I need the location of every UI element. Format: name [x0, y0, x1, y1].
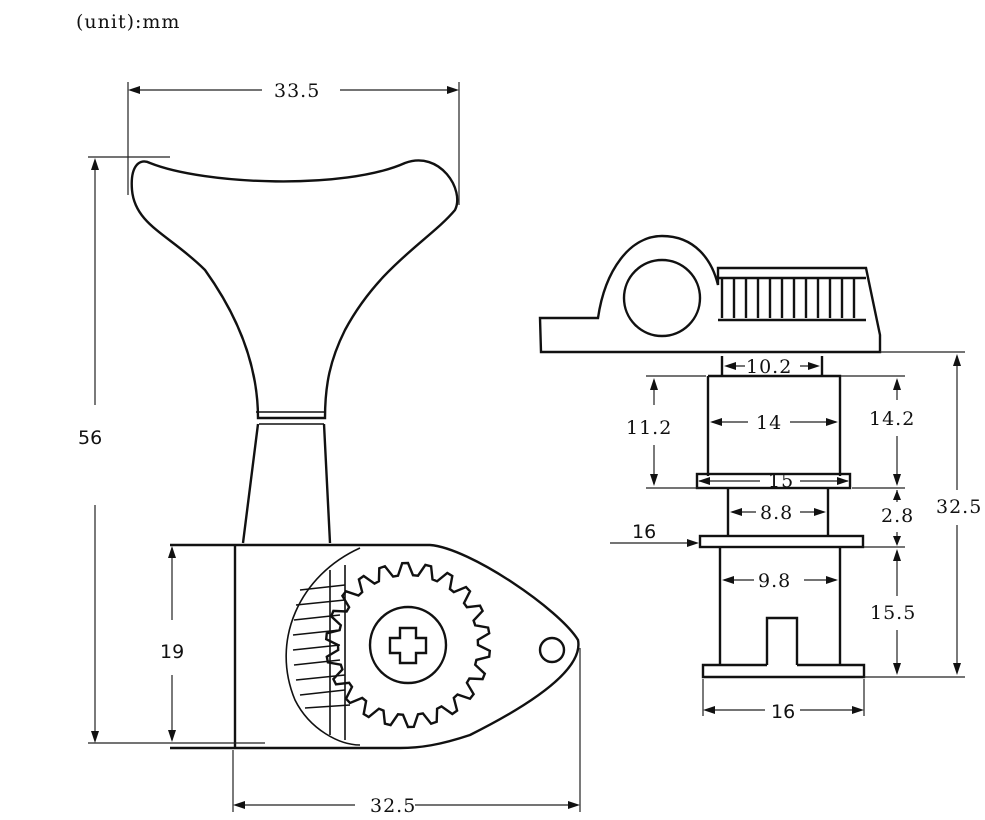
- dim-bushing-height: 11.2: [626, 375, 706, 489]
- dim-flange-callout: 16: [610, 521, 699, 547]
- dim-label-10-2: 10.2: [746, 356, 792, 378]
- worm-teeth: [718, 276, 866, 322]
- dim-total-height: 56: [78, 156, 265, 744]
- butterfly-knob: [130, 159, 459, 420]
- front-view: 33.5 56 19 32.5: [78, 80, 581, 817]
- flange: [698, 534, 865, 549]
- dim-label-8-8: 8.8: [760, 502, 793, 524]
- dim-label-32-5-right: 32.5: [936, 496, 982, 518]
- dim-label-15: 15: [768, 470, 794, 492]
- dim-label-33-5-top: 33.5: [274, 80, 320, 102]
- lower-body: [701, 547, 866, 679]
- dim-washer-gap: 2.8: [864, 490, 914, 548]
- dim-bushing-width: 14: [710, 412, 838, 434]
- mounting-hole: [538, 636, 566, 664]
- dim-label-19: 19: [160, 641, 184, 663]
- cog-wheel: [324, 561, 492, 729]
- dim-housing-height: 19: [160, 546, 184, 742]
- dim-label-16-flange: 16: [632, 521, 656, 543]
- string-post-hole: [622, 258, 702, 338]
- dim-lower-height: 15.5: [870, 549, 916, 675]
- dim-label-56: 56: [78, 427, 102, 449]
- dim-label-16-base: 16: [771, 701, 795, 723]
- dim-lower-width: 9.8: [722, 570, 838, 592]
- dim-label-11-2: 11.2: [626, 417, 672, 439]
- side-view: 10.2 11.2 14 15 14.2: [538, 234, 982, 723]
- dim-overall-side: 32.5: [864, 351, 982, 678]
- dim-bushing-overall: 14.2: [841, 375, 915, 489]
- worm-gear: [292, 565, 351, 740]
- shaft: [241, 423, 332, 544]
- dim-bushing-top: 10.2: [724, 356, 820, 378]
- base-plate: [538, 234, 882, 354]
- washer: [695, 472, 852, 490]
- bushing: [706, 374, 842, 476]
- screw-cross-icon: [388, 626, 428, 665]
- dim-label-14: 14: [756, 412, 782, 434]
- dim-washer-width: 15: [698, 470, 849, 492]
- dim-label-32-5-bottom: 32.5: [370, 795, 416, 817]
- dim-base-width: 16: [702, 679, 865, 723]
- unit-label: (unit):mm: [76, 11, 180, 33]
- dim-label-9-8: 9.8: [758, 570, 791, 592]
- dim-housing-length: 32.5: [232, 648, 581, 817]
- dim-label-2-8: 2.8: [881, 505, 914, 527]
- dim-label-14-2: 14.2: [869, 408, 915, 430]
- dim-post-width: 8.8: [730, 502, 826, 524]
- gear-housing: [170, 543, 580, 750]
- dim-knob-width: 33.5: [127, 80, 460, 205]
- dim-label-15-5: 15.5: [870, 602, 916, 624]
